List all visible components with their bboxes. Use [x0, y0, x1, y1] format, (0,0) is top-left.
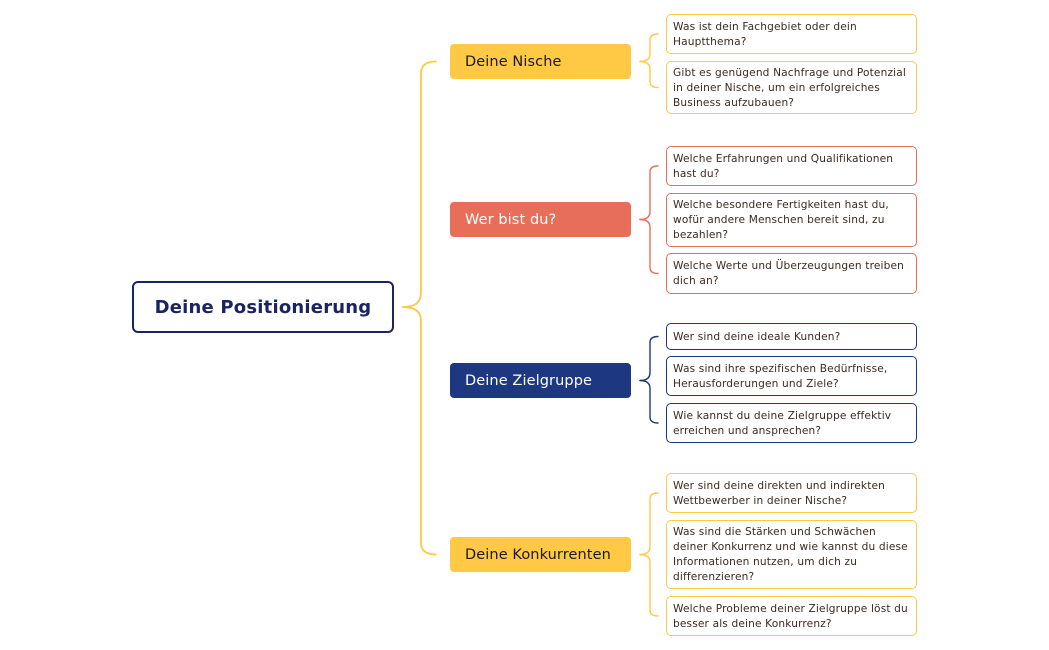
topic-bracket-lower: [639, 60, 659, 89]
topic-bracket-upper: [639, 33, 659, 63]
topic-bracket-upper: [639, 165, 659, 221]
question-box[interactable]: Wer sind deine direkten und indirekten W…: [666, 473, 917, 513]
question-text: Wie kannst du deine Zielgruppe effektiv …: [673, 409, 892, 437]
topic-bracket-lower: [639, 379, 659, 424]
question-box[interactable]: Welche Werte und Überzeugungen treiben d…: [666, 253, 917, 294]
main-bracket-upper: [402, 60, 437, 308]
question-box[interactable]: Wie kannst du deine Zielgruppe effektiv …: [666, 403, 917, 443]
question-text: Gibt es genügend Nachfrage und Potenzial…: [673, 66, 906, 109]
question-box[interactable]: Gibt es genügend Nachfrage und Potenzial…: [666, 61, 917, 114]
question-text: Welche besondere Fertigkeiten hast du, w…: [673, 199, 889, 241]
question-box[interactable]: Was ist dein Fachgebiet oder dein Hauptt…: [666, 14, 917, 54]
topic-bracket-upper: [639, 335, 659, 382]
question-text: Was sind ihre spezifischen Bedürfnisse, …: [673, 362, 888, 390]
question-box[interactable]: Was sind die Stärken und Schwächen deine…: [666, 520, 917, 589]
topic-node[interactable]: Wer bist du?: [450, 202, 631, 237]
question-text: Welche Werte und Überzeugungen treiben d…: [673, 260, 905, 287]
question-text: Wer sind deine direkten und indirekten W…: [673, 479, 886, 507]
question-text: Welche Erfahrungen und Qualifikationen h…: [673, 152, 894, 180]
topic-bracket-lower: [639, 553, 659, 617]
topic-label: Deine Nische: [465, 53, 562, 70]
question-box[interactable]: Was sind ihre spezifischen Bedürfnisse, …: [666, 356, 917, 396]
question-text: Wer sind deine ideale Kunden?: [673, 330, 841, 343]
topic-label: Deine Konkurrenten: [465, 546, 611, 563]
root-node-label: Deine Positionierung: [154, 296, 372, 318]
topic-node[interactable]: Deine Nische: [450, 44, 631, 79]
topic-node[interactable]: Deine Zielgruppe: [450, 363, 631, 398]
question-box[interactable]: Welche Erfahrungen und Qualifikationen h…: [666, 146, 917, 186]
question-box[interactable]: Welche besondere Fertigkeiten hast du, w…: [666, 193, 917, 247]
topic-bracket-lower: [639, 218, 659, 275]
topic-label: Deine Zielgruppe: [465, 372, 593, 389]
question-text: Was sind die Stärken und Schwächen deine…: [673, 526, 908, 583]
question-box[interactable]: Welche Probleme deiner Zielgruppe löst d…: [666, 596, 917, 636]
topic-bracket-upper: [639, 492, 659, 556]
root-node[interactable]: Deine Positionierung: [132, 281, 394, 333]
question-text: Welche Probleme deiner Zielgruppe löst d…: [673, 602, 908, 630]
main-bracket-lower: [402, 306, 437, 556]
topic-label: Wer bist du?: [465, 211, 557, 228]
topic-node[interactable]: Deine Konkurrenten: [450, 537, 631, 572]
question-text: Was ist dein Fachgebiet oder dein Hauptt…: [673, 20, 857, 48]
question-box[interactable]: Wer sind deine ideale Kunden?: [666, 323, 917, 350]
